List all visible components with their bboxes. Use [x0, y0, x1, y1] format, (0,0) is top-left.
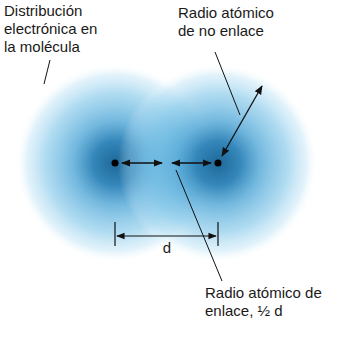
dimension-arrow	[117, 235, 216, 236]
leader-line	[176, 170, 222, 281]
bond-radius-arrow	[172, 162, 211, 163]
leader-line	[44, 60, 50, 84]
nucleus	[112, 160, 119, 167]
callout-label: Radio atómico de no enlace	[178, 4, 288, 40]
electron-cloud	[118, 63, 318, 263]
nucleus	[215, 160, 222, 167]
callout-label: Radio atómico de enlace, ½ d	[205, 284, 323, 320]
dimension-label: d	[157, 239, 177, 257]
bond-radius-arrow	[122, 162, 162, 163]
leader-line	[215, 52, 240, 115]
nonbond-radius-arrow	[222, 86, 262, 156]
dimension-tick	[114, 222, 115, 246]
dimension-tick	[217, 222, 218, 246]
callout-label: Distribución electrónica en la molécula	[4, 2, 109, 56]
